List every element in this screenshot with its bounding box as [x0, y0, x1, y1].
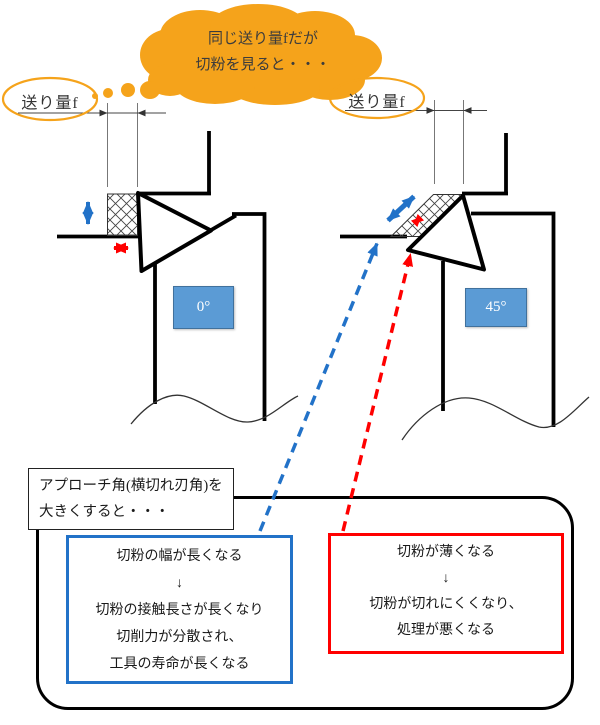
- blue-box-line2: ↓: [176, 576, 183, 591]
- chip-width-arrow-right: [386, 194, 416, 223]
- thought-bubble-text: 同じ送り量fだが 切粉を見ると・・・: [158, 26, 368, 78]
- approach-note-box: アプローチ角(横切れ刃角)を 大きくすると・・・: [28, 468, 234, 530]
- approach-note-line1: アプローチ角(横切れ刃角)を: [39, 478, 223, 494]
- feed-label-ellipse-right: [328, 76, 426, 120]
- thought-trail-dot-1: [121, 83, 135, 97]
- blue-box-line5: 工具の寿命が長くなる: [109, 657, 250, 672]
- red-box-line4: 処理が悪くなる: [397, 623, 495, 638]
- thought-bubble-line2: 切粉を見ると・・・: [195, 57, 331, 73]
- blue-box-line3: 切粉の接触長さが長くなり: [95, 603, 264, 618]
- callout-blue-dashed: [258, 242, 379, 532]
- thought-trail-dot-2: [103, 88, 113, 98]
- feed-dimension-left: [18, 103, 166, 187]
- insert-triangle-left: [136, 191, 213, 273]
- feed-dimension-right: [345, 100, 487, 184]
- approach-note-line2: 大きくすると・・・: [39, 504, 170, 520]
- break-line-right: [401, 396, 590, 441]
- red-box-line1: 切粉が薄くなる: [397, 545, 495, 560]
- chip-area-left: [107, 193, 138, 236]
- summary-container: [36, 496, 574, 710]
- thought-cloud: [92, 4, 382, 105]
- feed-label-left: 送り量f: [21, 95, 79, 112]
- chip-thickness-arrow-right: [410, 213, 425, 228]
- red-result-box: 切粉が薄くなる ↓ 切粉が切れにくくなり、 処理が悪くなる: [328, 533, 564, 654]
- feed-label-ellipse-left: [1, 76, 99, 122]
- blue-box-line1: 切粉の幅が長くなる: [116, 549, 243, 564]
- angle-badge-right: 45°: [465, 288, 527, 327]
- feed-label-right: 送り量f: [348, 94, 406, 111]
- workpiece-left: [57, 131, 211, 239]
- red-box-line2: ↓: [442, 571, 450, 586]
- break-line-left: [130, 394, 299, 425]
- tool-shank-right: [441, 211, 556, 427]
- thought-bubble-line1: 同じ送り量fだが: [208, 31, 318, 47]
- insert-triangle-right: [406, 193, 486, 272]
- angle-badge-left: 0°: [173, 286, 234, 329]
- callout-red-dashed: [341, 253, 414, 532]
- red-box-line3: 切粉が切れにくくなり、: [369, 597, 523, 612]
- blue-box-line4: 切削力が分散され、: [116, 630, 243, 645]
- blue-result-box: 切粉の幅が長くなる ↓ 切粉の接触長さが長くなり 切削力が分散され、 工具の寿命…: [66, 535, 293, 684]
